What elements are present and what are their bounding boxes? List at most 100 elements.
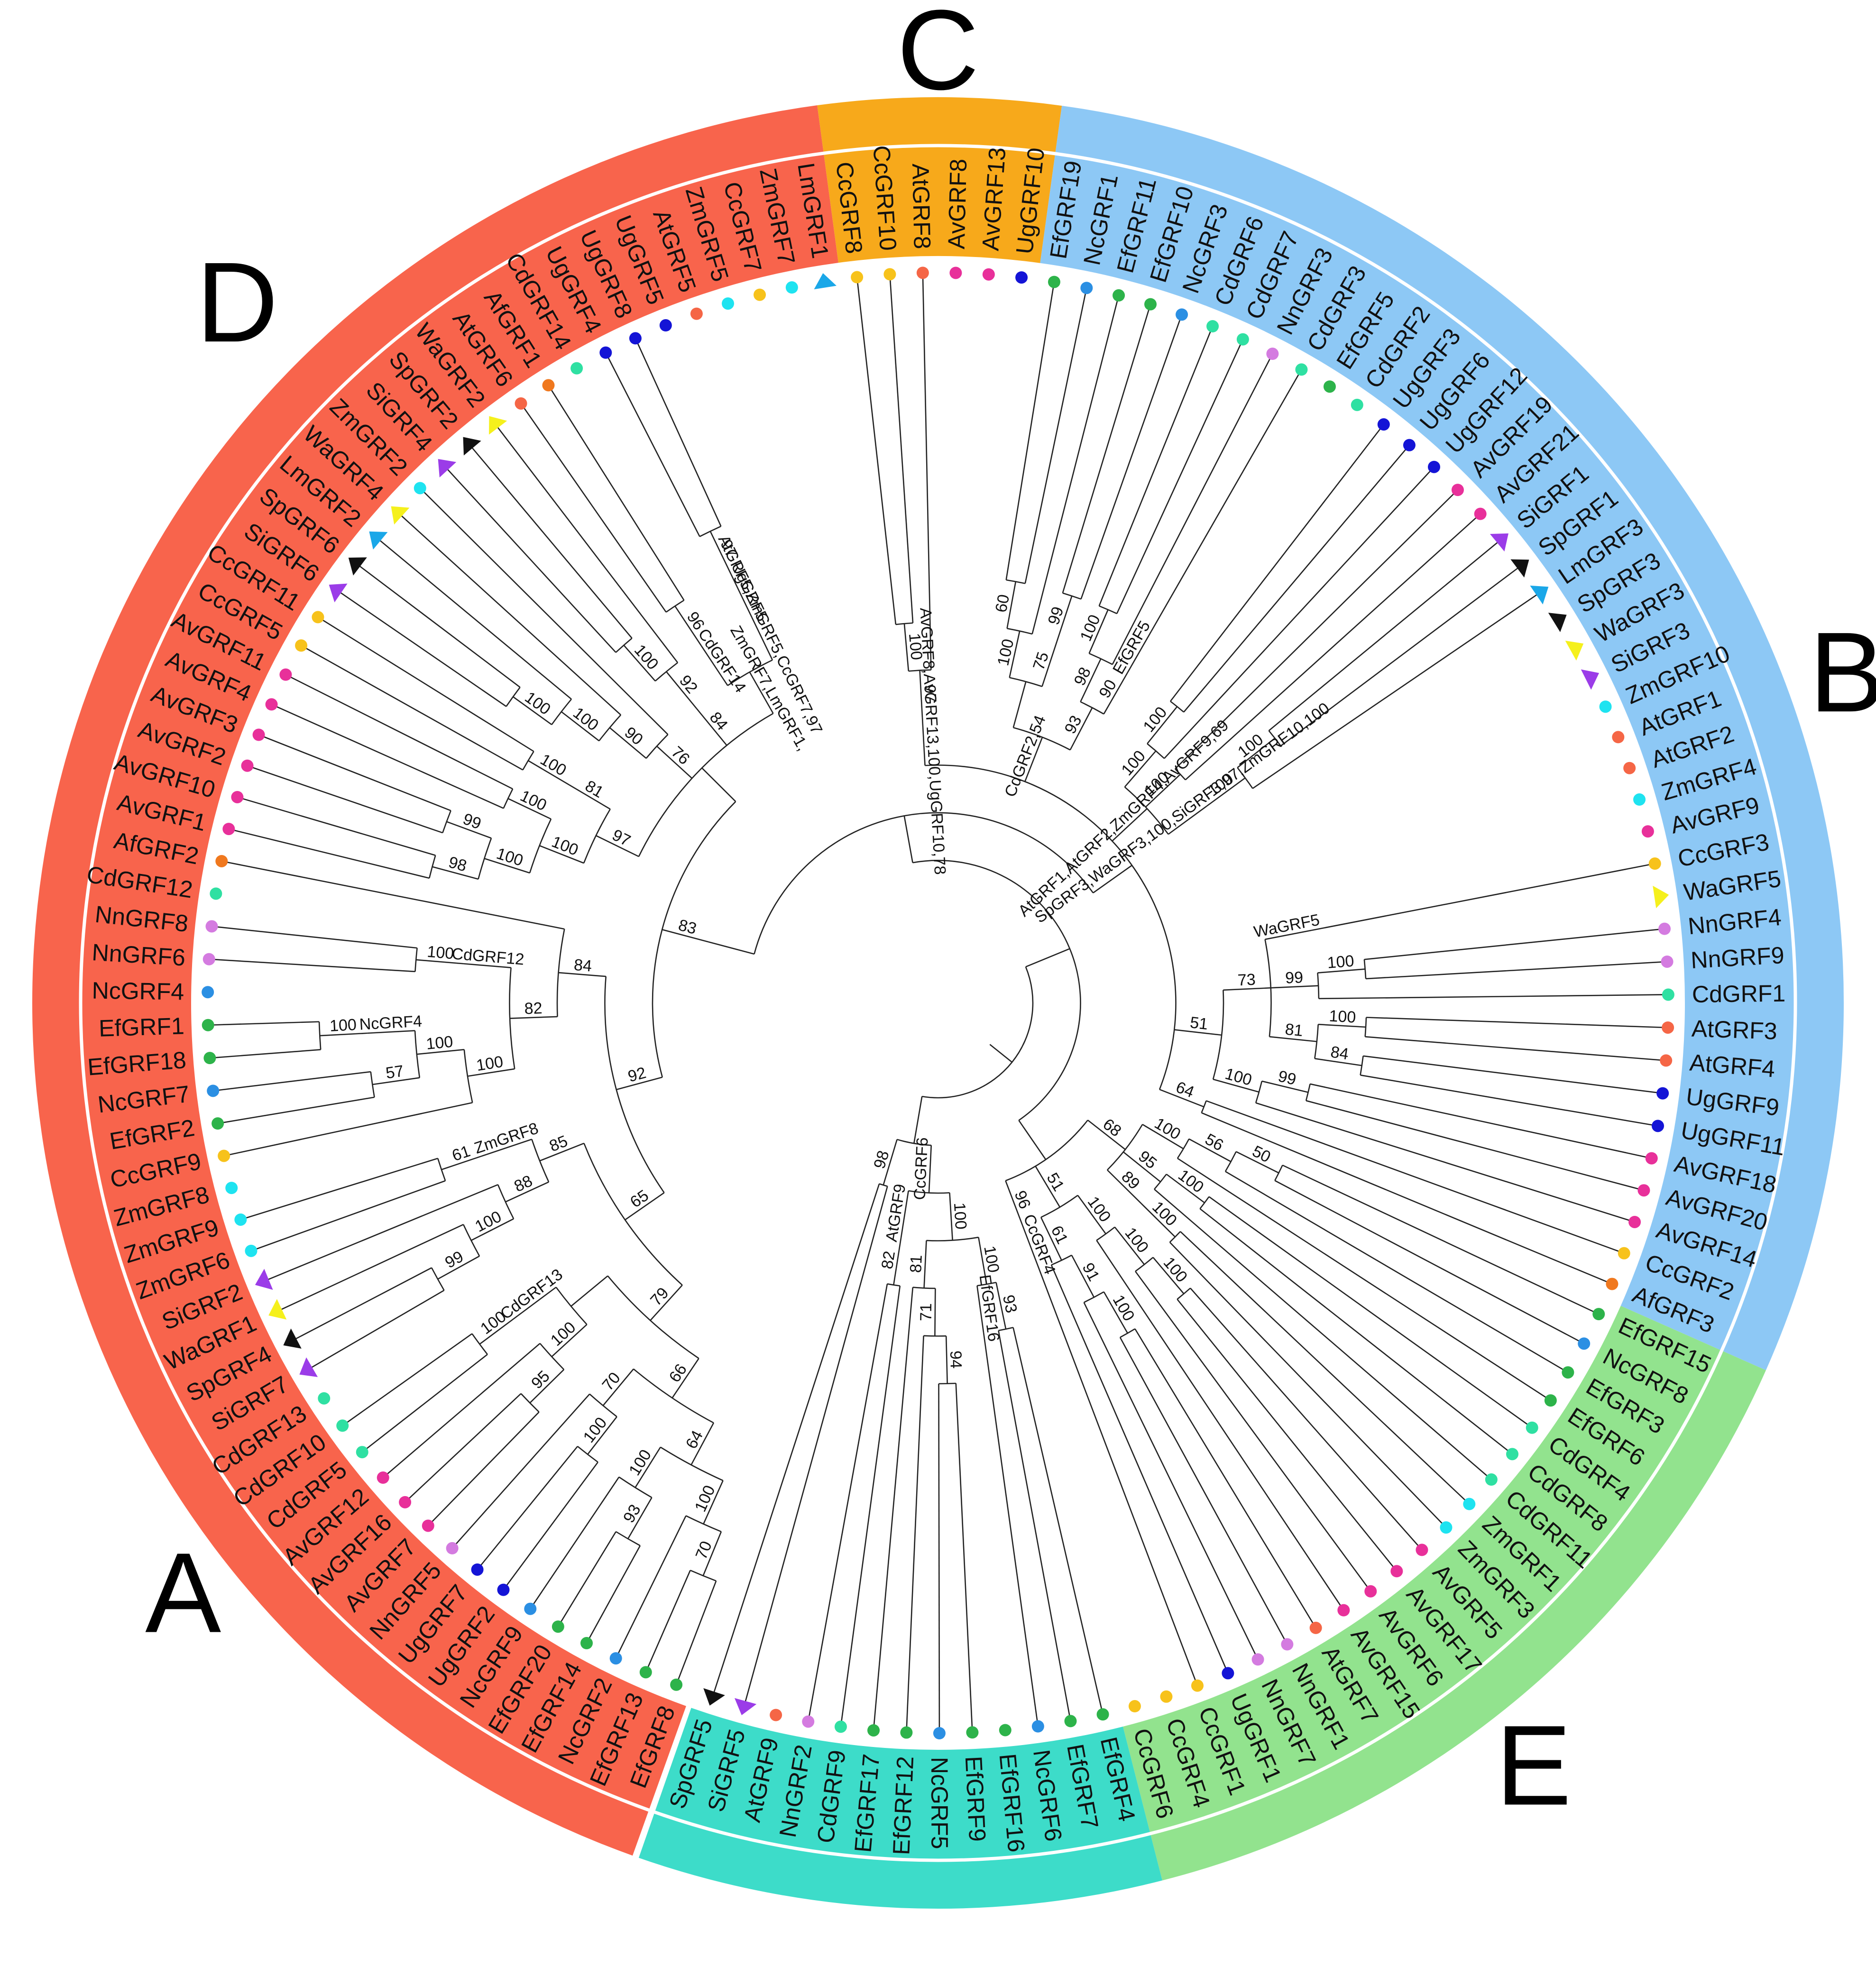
branch-line-173 xyxy=(1031,295,1120,634)
branch-line-18 xyxy=(703,1480,724,1525)
branch-line-27 xyxy=(627,1497,653,1539)
leaf-marker-avgrf12 xyxy=(377,1471,389,1484)
branch-arc-289 xyxy=(1120,1328,1136,1338)
branch-arc-116 xyxy=(522,751,534,771)
branch-line-294 xyxy=(1005,1180,1023,1226)
bootstrap-value: ZmGRF8 xyxy=(472,1119,541,1158)
branch-line-140 xyxy=(749,671,774,714)
branch-line-36 xyxy=(503,1461,598,1590)
leaf-marker-ncgrf3 xyxy=(1176,308,1188,321)
branch-arc-206 xyxy=(1237,767,1253,789)
branch-line-112 xyxy=(271,704,504,809)
leaf-marker-ncgrf9 xyxy=(524,1602,537,1615)
branch-line-79 xyxy=(372,1077,420,1085)
leaf-marker-uggrf7 xyxy=(471,1563,484,1576)
leaf-marker-sigrf5 xyxy=(734,1698,757,1715)
leaf-marker-zmgrf8 xyxy=(225,1182,238,1195)
branch-arc-58 xyxy=(462,1224,480,1257)
leaf-marker-zmgrf3 xyxy=(1440,1521,1453,1534)
bootstrap-value: 100 xyxy=(625,1446,655,1479)
branch-line-171 xyxy=(1005,282,1055,580)
branch-arc-17 xyxy=(660,1446,724,1481)
branch-arc-192 xyxy=(1124,786,1169,835)
branch-line-145 xyxy=(520,403,667,613)
leaf-marker-efgrf9 xyxy=(966,1726,979,1739)
branch-line-69 xyxy=(240,1158,438,1221)
leaf-marker-wagrf5 xyxy=(1653,885,1669,909)
leaf-label-nngrf6: NnGRF6 xyxy=(91,939,186,971)
branch-line-284 xyxy=(1040,1217,1062,1261)
branch-line-188 xyxy=(1103,672,1128,715)
leaf-marker-uggrf10 xyxy=(1015,271,1028,284)
leaf-marker-ccgrf5 xyxy=(295,639,308,652)
leaf-marker-avgrf15 xyxy=(1337,1604,1350,1617)
branch-line-254 xyxy=(1236,1151,1279,1174)
leaf-marker-efgrf10 xyxy=(1144,298,1157,311)
branch-arc-99 xyxy=(529,818,552,873)
leaf-marker-efgrf13 xyxy=(639,1666,652,1679)
bootstrap-value: 100 xyxy=(1223,1065,1254,1089)
branch-arc-21 xyxy=(690,1570,717,1582)
branch-line-187 xyxy=(1112,353,1273,665)
leaf-marker-zmgrf1 xyxy=(1463,1498,1476,1510)
leaf-markers xyxy=(202,267,1674,1739)
branch-line-55 xyxy=(505,1181,549,1203)
branch-line-177 xyxy=(1062,304,1151,593)
branch-line-131 xyxy=(419,487,669,735)
branch-line-89 xyxy=(416,959,464,965)
leaf-marker-cdgrf9 xyxy=(834,1720,847,1733)
branch-arc-19 xyxy=(685,1515,722,1533)
branch-line-23 xyxy=(645,1570,691,1673)
leaf-marker-zmgrf5 xyxy=(722,297,735,310)
branch-line-81 xyxy=(217,1096,375,1124)
branch-line-137 xyxy=(443,465,616,653)
leaf-marker-uggrf11 xyxy=(1652,1120,1664,1132)
leaf-marker-afgrf2 xyxy=(215,855,228,867)
branch-line-324 xyxy=(840,1286,901,1727)
branch-arc-111 xyxy=(503,789,514,809)
leaf-marker-atgrf3 xyxy=(1662,1021,1674,1034)
branch-line-22 xyxy=(675,1581,717,1685)
branch-arc-232 xyxy=(1360,1056,1364,1075)
branch-line-104 xyxy=(229,828,430,879)
branch-line-189 xyxy=(1127,631,1152,673)
leaf-marker-avgrf16 xyxy=(399,1496,412,1508)
branch-arc-35 xyxy=(577,1446,598,1463)
leaf-marker-uggrf1 xyxy=(1222,1667,1234,1680)
branch-arc-182 xyxy=(1089,653,1113,665)
branch-line-235 xyxy=(1213,1078,1260,1093)
branch-arc-164 xyxy=(1013,727,1071,751)
branch-arc-255 xyxy=(1274,1165,1283,1181)
branch-line-321 xyxy=(900,1190,909,1238)
branch-line-190 xyxy=(1150,369,1302,632)
branch-line-179 xyxy=(1069,707,1093,751)
branch-line-197 xyxy=(1170,424,1384,702)
branch-line-245 xyxy=(1201,1112,1612,1285)
leaf-marker-atgrf5 xyxy=(690,307,703,320)
branch-line-229 xyxy=(1366,1017,1668,1029)
leaf-marker-nngrf8 xyxy=(205,920,218,933)
bootstrap-value: 100 xyxy=(494,845,525,870)
branch-line-87 xyxy=(208,1021,320,1026)
branch-line-82 xyxy=(213,1071,371,1092)
leaf-marker-efgrf8 xyxy=(670,1678,683,1691)
branch-line-100 xyxy=(484,858,530,874)
branch-line-204 xyxy=(1168,805,1207,835)
branch-line-47 xyxy=(382,1342,541,1479)
branch-arc-215 xyxy=(1264,939,1272,1037)
branch-line-231 xyxy=(1315,1058,1362,1066)
leaf-marker-efgrf2 xyxy=(212,1117,224,1130)
branch-arc-168 xyxy=(1007,628,1033,635)
branch-arc-60 xyxy=(431,1267,445,1291)
leaf-marker-efgrf6 xyxy=(1544,1394,1557,1407)
branch-line-43 xyxy=(529,1369,565,1404)
bootstrap-value: 85 xyxy=(547,1132,570,1155)
branch-line-297 xyxy=(913,1096,923,1144)
branch-line-59 xyxy=(437,1255,480,1280)
branch-line-29 xyxy=(586,1545,641,1644)
branch-line-315 xyxy=(945,1336,948,1384)
branch-line-65 xyxy=(486,1139,532,1155)
bootstrap-value: 60 xyxy=(992,593,1013,614)
bootstrap-value: 95 xyxy=(528,1367,553,1393)
branch-line-244 xyxy=(1206,1100,1625,1254)
